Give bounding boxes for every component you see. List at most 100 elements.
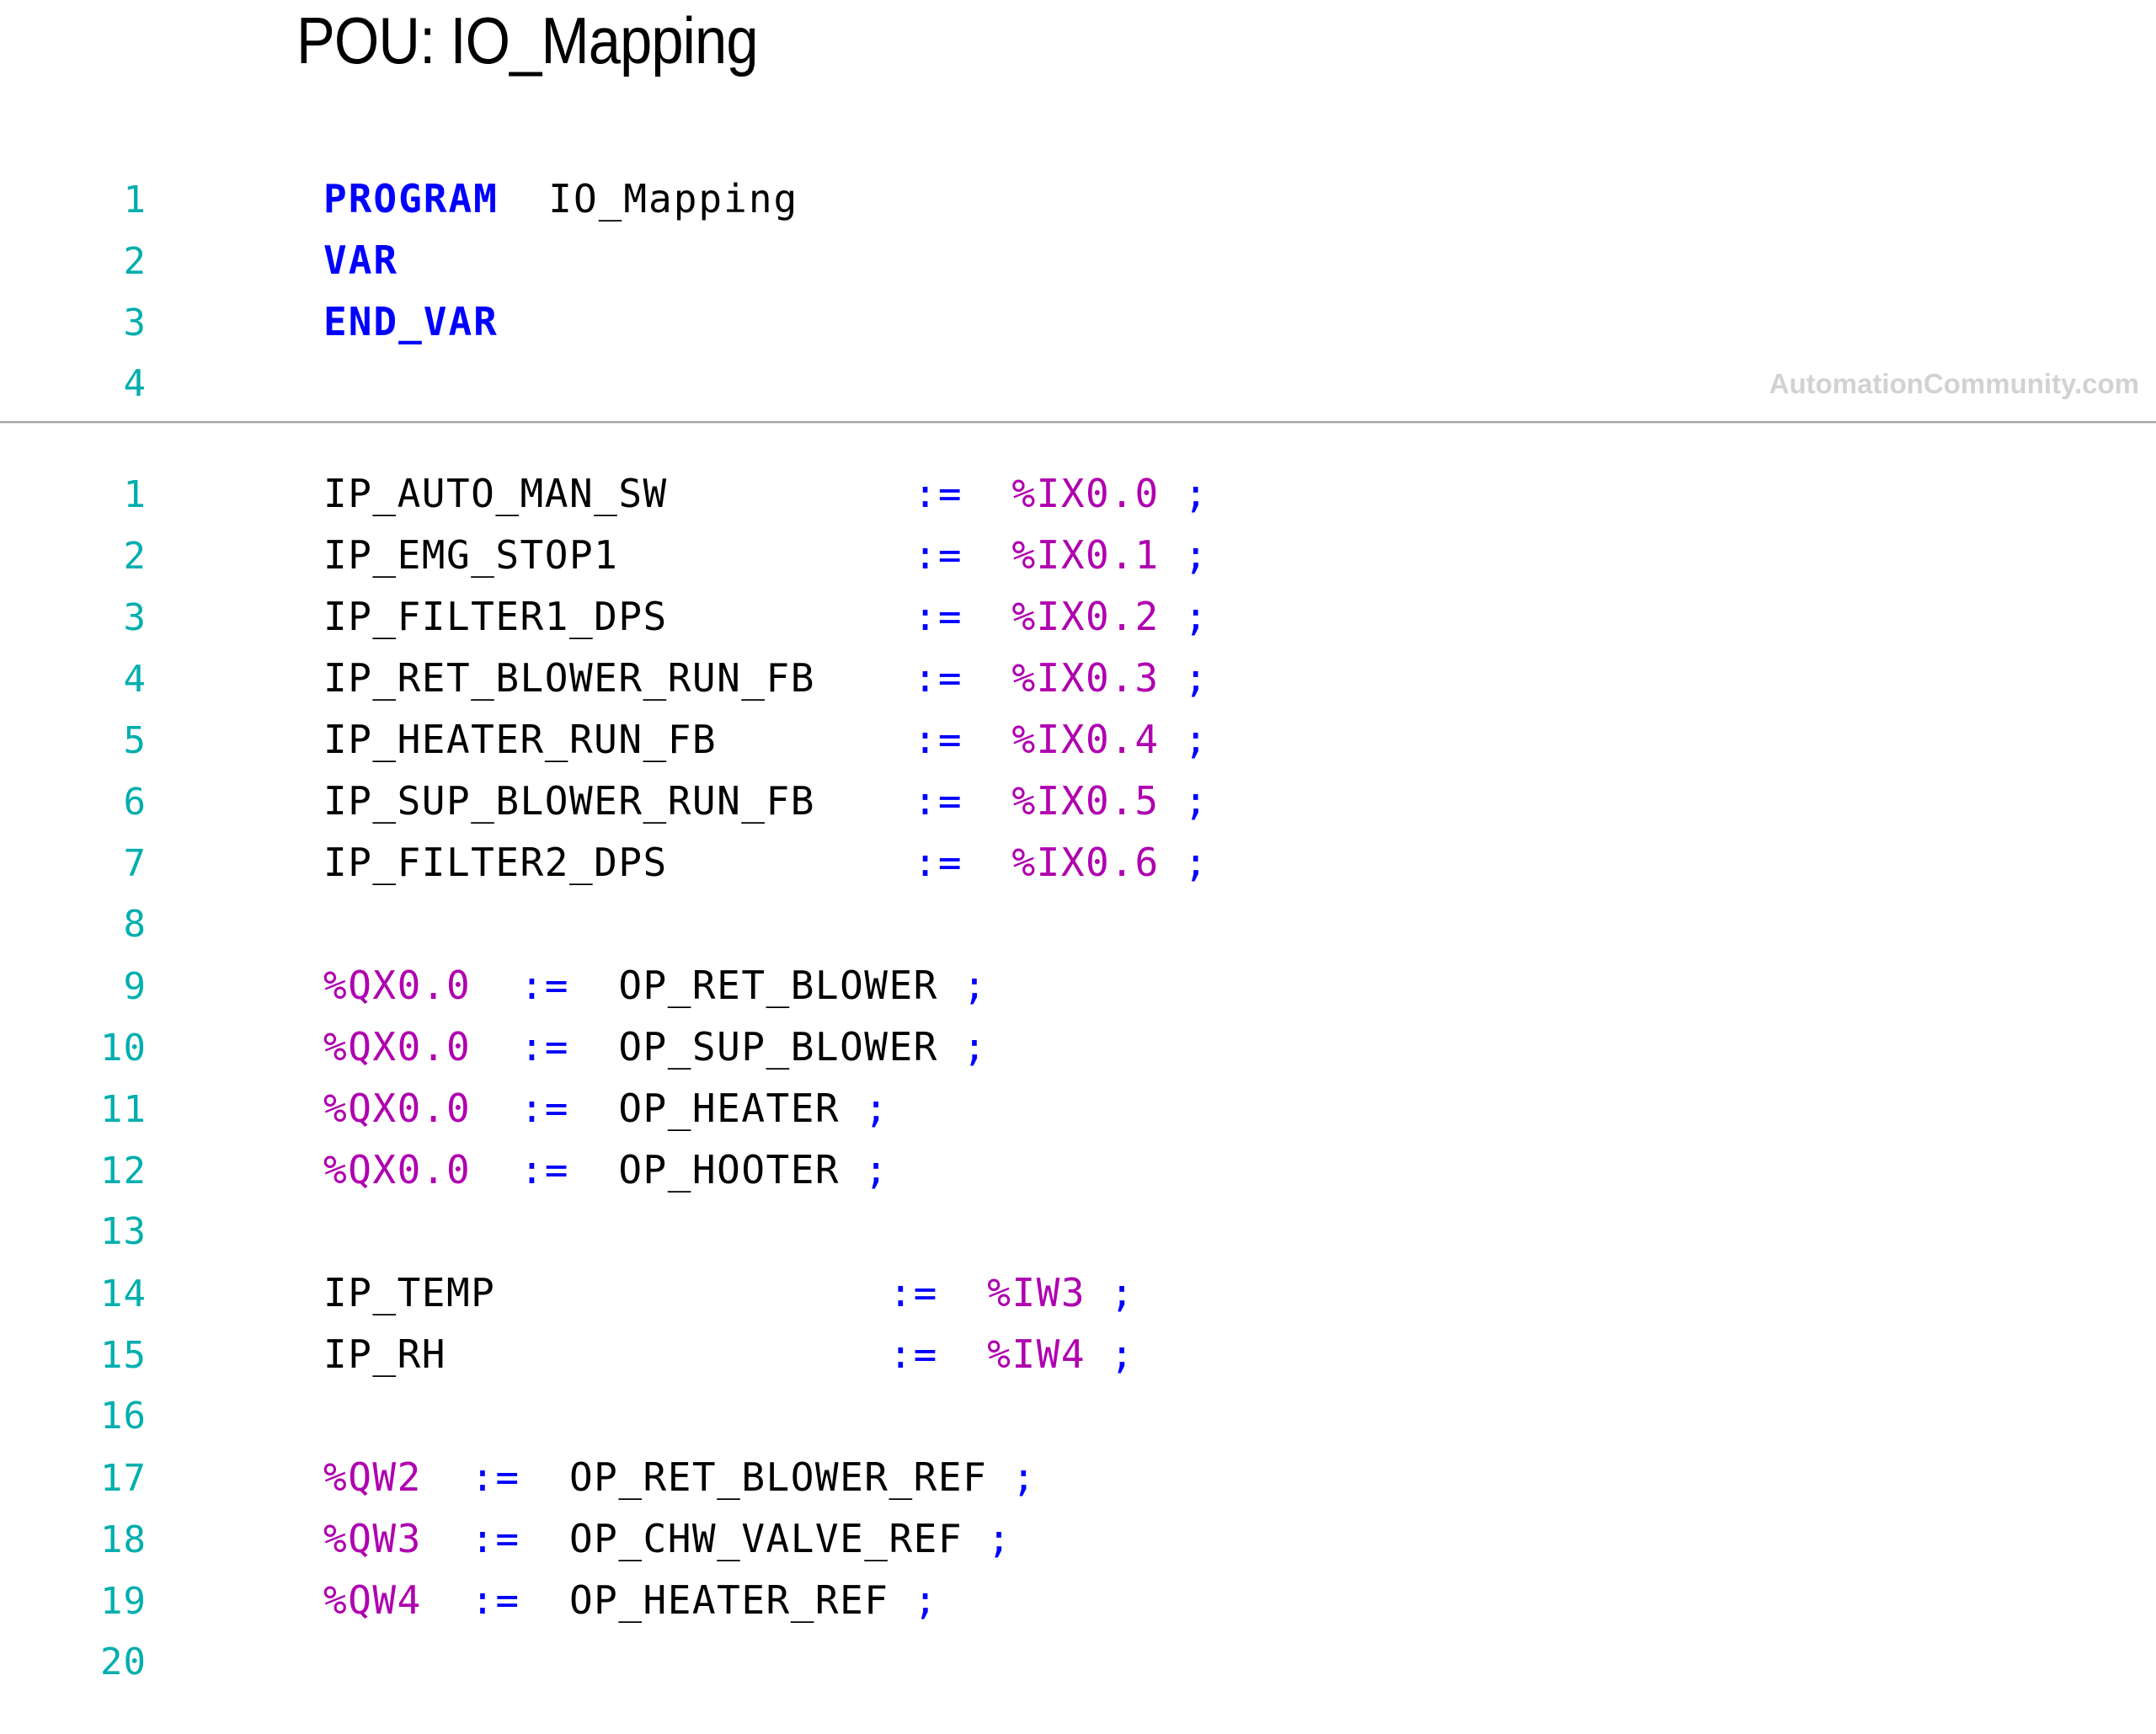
code-token-id: IP_SUP_BLOWER_RUN_FB [323, 778, 815, 824]
code-token-id [938, 963, 963, 1008]
code-line[interactable]: 12%QX0.0 := OP_HOOTER ; [0, 1139, 2156, 1201]
line-number: 1 [123, 179, 147, 221]
code-line-text[interactable]: %QW3 := OP_CHW_VALVE_REF ; [147, 1508, 1011, 1570]
code-token-id [471, 1086, 520, 1131]
code-line[interactable]: 9%QX0.0 := OP_RET_BLOWER ; [0, 955, 2156, 1016]
code-token-id [520, 1577, 569, 1623]
watermark-label: AutomationCommunity.com [1769, 368, 2139, 399]
code-line-text[interactable]: IP_RH := %IW4 ; [147, 1324, 1134, 1385]
code-token-id [963, 532, 1011, 578]
code-line-text[interactable]: %QW2 := OP_RET_BLOWER_REF ; [147, 1447, 1037, 1508]
code-line-text[interactable]: IP_RET_BLOWER_RUN_FB := %IX0.3 ; [147, 648, 1209, 709]
code-line-text[interactable]: IP_SUP_BLOWER_RUN_FB := %IX0.5 ; [147, 771, 1209, 832]
code-line[interactable]: 20 [0, 1631, 2156, 1693]
code-token-id: IP_RH [323, 1331, 446, 1377]
line-number: 9 [123, 965, 147, 1008]
code-token-id [963, 655, 1011, 701]
code-token-op: ; [913, 1577, 938, 1623]
code-token-id [963, 471, 1011, 516]
pane-separator [0, 421, 2156, 424]
code-line-text[interactable]: %QX0.0 := OP_HEATER ; [147, 1078, 889, 1139]
code-token-op: ; [963, 1024, 988, 1070]
line-number: 20 [100, 1641, 147, 1683]
line-number: 16 [100, 1395, 147, 1438]
code-line[interactable]: 17%QW2 := OP_RET_BLOWER_REF ; [0, 1447, 2156, 1508]
code-token-id [446, 1331, 889, 1377]
code-token-id [1160, 655, 1184, 701]
line-number: 8 [123, 903, 147, 946]
code-line[interactable]: 10%QX0.0 := OP_SUP_BLOWER ; [0, 1016, 2156, 1078]
code-token-id [963, 778, 1011, 824]
code-token-op: ; [1110, 1331, 1135, 1377]
code-token-id [938, 1270, 987, 1315]
code-token-id [963, 717, 1011, 762]
code-token-id: OP_SUP_BLOWER [618, 1024, 938, 1070]
code-line-text[interactable]: %QX0.0 := OP_SUP_BLOWER ; [147, 1016, 987, 1078]
code-line-text[interactable]: %QX0.0 := OP_RET_BLOWER ; [147, 955, 987, 1016]
code-line-text[interactable]: IP_FILTER1_DPS := %IX0.2 ; [147, 586, 1209, 648]
code-token-id: IP_TEMP [323, 1270, 496, 1315]
code-token-op: := [520, 1147, 569, 1192]
code-line[interactable]: 8 [0, 894, 2156, 955]
code-token-addr: %QX0.0 [323, 1147, 472, 1192]
code-line-text[interactable]: IP_TEMP := %IW3 ; [147, 1262, 1134, 1324]
code-token-id [569, 1024, 618, 1070]
code-token-id [987, 1454, 1011, 1500]
code-line-text[interactable]: IP_HEATER_RUN_FB := %IX0.4 ; [147, 709, 1209, 771]
code-line-text[interactable]: END_VAR [147, 291, 499, 353]
code-token-id [840, 1086, 864, 1131]
code-line[interactable]: 18%QW3 := OP_CHW_VALVE_REF ; [0, 1508, 2156, 1570]
code-token-op: ; [1011, 1454, 1037, 1500]
code-token-id [569, 1147, 618, 1192]
code-token-op: := [913, 655, 963, 701]
code-line[interactable]: 16 [0, 1385, 2156, 1447]
code-token-id: OP_RET_BLOWER [618, 963, 938, 1008]
code-line-text[interactable]: PROGRAM IO_Mapping [147, 168, 798, 230]
line-number: 11 [100, 1088, 147, 1131]
code-token-id: IP_HEATER_RUN_FB [323, 717, 718, 762]
line-number: 14 [100, 1272, 147, 1315]
code-token-id [668, 840, 914, 885]
code-line[interactable]: 13 [0, 1201, 2156, 1262]
line-number: 5 [123, 719, 147, 762]
code-token-id: IP_EMG_STOP1 [323, 532, 619, 578]
code-line[interactable]: 19%QW4 := OP_HEATER_REF ; [0, 1570, 2156, 1631]
code-line-text[interactable]: IP_AUTO_MAN_SW := %IX0.0 ; [147, 463, 1209, 525]
code-token-id [963, 840, 1011, 885]
line-number: 2 [123, 535, 147, 578]
code-token-id: IP_FILTER2_DPS [323, 840, 668, 885]
code-token-id [569, 963, 618, 1008]
code-token-addr: %IX0.4 [1011, 717, 1160, 762]
code-token-id [889, 1577, 913, 1623]
code-line-text[interactable]: VAR [147, 230, 398, 291]
code-token-id: IP_AUTO_MAN_SW [323, 471, 668, 516]
code-line-text[interactable]: %QX0.0 := OP_HOOTER ; [147, 1139, 889, 1201]
code-token-id [422, 1516, 471, 1561]
line-number: 10 [100, 1027, 147, 1070]
line-number: 12 [100, 1150, 147, 1192]
code-line-text[interactable]: %QW4 := OP_HEATER_REF ; [147, 1570, 938, 1631]
code-token-id [815, 655, 914, 701]
code-token-addr: %IX0.5 [1011, 778, 1160, 824]
code-line[interactable]: 11%QX0.0 := OP_HEATER ; [0, 1078, 2156, 1139]
code-token-op: := [913, 717, 963, 762]
code-line-text[interactable]: IP_EMG_STOP1 := %IX0.1 ; [147, 525, 1209, 586]
code-line[interactable]: 4 [0, 353, 2156, 414]
code-line-text[interactable]: IP_FILTER2_DPS := %IX0.6 ; [147, 832, 1209, 894]
line-number: 6 [123, 781, 147, 824]
code-token-addr: %QX0.0 [323, 1024, 472, 1070]
